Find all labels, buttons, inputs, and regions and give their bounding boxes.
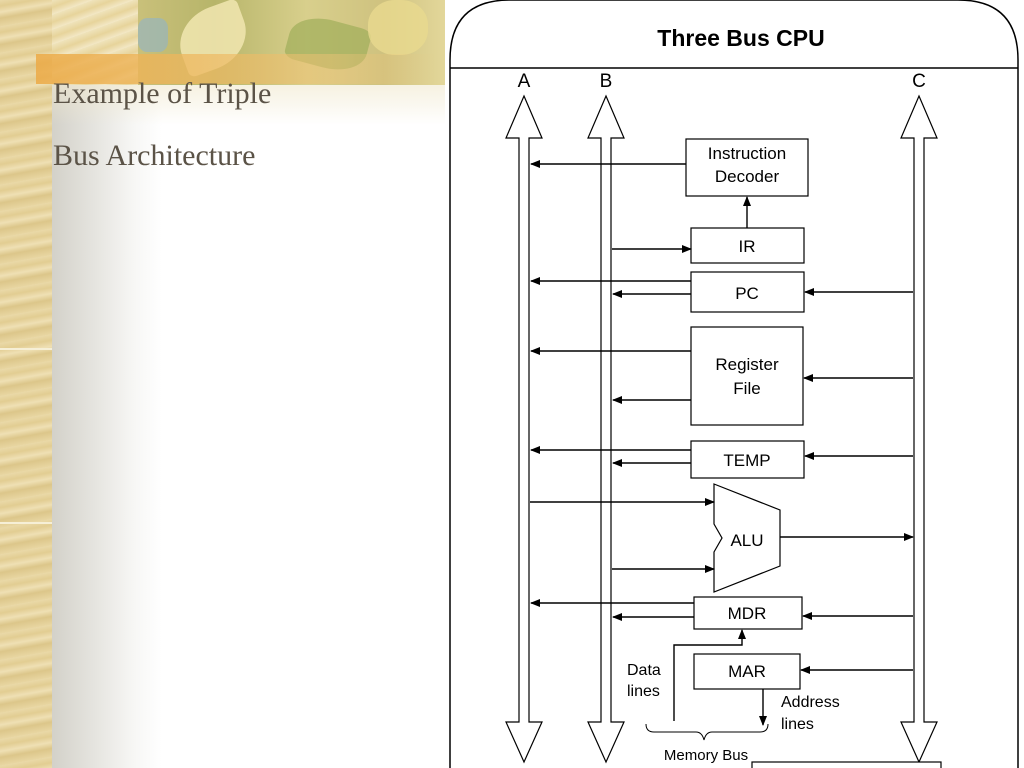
- register-file-label-2: File: [733, 379, 760, 398]
- bus-b-label: B: [600, 71, 613, 92]
- parchment-seam: [0, 348, 52, 350]
- pc-label: PC: [735, 284, 759, 303]
- cpu-frame: [449, 0, 1019, 768]
- mar-label: MAR: [728, 662, 766, 681]
- mdr-label: MDR: [728, 604, 767, 623]
- three-bus-cpu-diagram: Three Bus CPU A B C Instruction Decoder …: [449, 0, 1019, 768]
- diagram-title: Three Bus CPU: [657, 25, 824, 51]
- data-lines-arrow: [673, 629, 746, 721]
- address-lines-label-1: Address: [781, 694, 840, 711]
- leaf-icon: [368, 0, 428, 55]
- slide-title-line-2: Bus Architecture: [53, 139, 256, 172]
- instruction-decoder-box: [685, 138, 809, 197]
- parchment-seam: [0, 522, 52, 524]
- register-file-box: [690, 326, 804, 426]
- bus-a-label: A: [518, 71, 531, 92]
- cropped-box: [751, 761, 942, 768]
- bus-c-label: C: [912, 71, 926, 92]
- bus-a: [505, 94, 543, 764]
- instruction-decoder-label-1: Instruction: [708, 144, 786, 163]
- temp-box: [690, 440, 805, 479]
- alu-label: ALU: [730, 531, 763, 550]
- data-lines-label-2: lines: [627, 683, 660, 700]
- slide-accent-bar: [36, 54, 436, 84]
- memory-bus-label: Memory Bus: [664, 747, 748, 764]
- address-lines-label-2: lines: [781, 716, 814, 733]
- slide-gradient-shadow: [52, 0, 162, 768]
- bus-b: [587, 94, 625, 764]
- memory-bus-brace: [645, 723, 769, 741]
- temp-label: TEMP: [723, 451, 770, 470]
- register-file-label-1: Register: [715, 355, 779, 374]
- mdr-box: [693, 596, 803, 630]
- slide-parchment-strip: [0, 0, 52, 768]
- data-lines-label-1: Data: [627, 662, 661, 679]
- bus-c: [900, 94, 938, 764]
- ir-label: IR: [739, 237, 756, 256]
- slide-title-line-1: Example of Triple: [53, 77, 272, 110]
- banner-decor: [138, 18, 168, 52]
- banner-fade: [52, 85, 445, 125]
- instruction-decoder-label-2: Decoder: [715, 167, 780, 186]
